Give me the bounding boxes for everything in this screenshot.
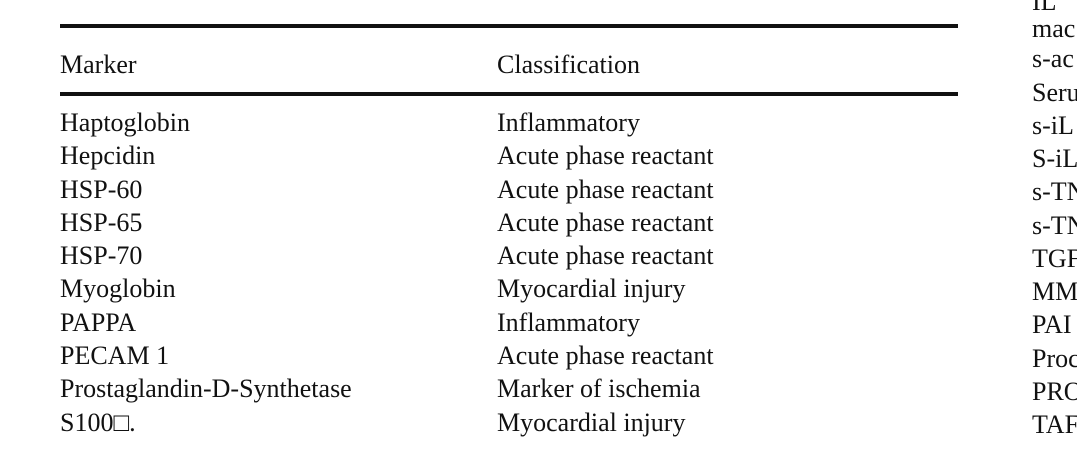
marker-cell: Myoglobin — [60, 274, 176, 304]
cutoff-text: s-ac — [1032, 44, 1074, 74]
marker-table: Marker Classification Haptoglobin Inflam… — [60, 24, 958, 441]
classification-cell: Acute phase reactant — [497, 241, 714, 271]
classification-cell: Acute phase reactant — [497, 208, 714, 238]
table-header-row: Marker Classification — [60, 28, 958, 92]
marker-cell: HSP-60 — [60, 175, 142, 205]
marker-cell: HSP-65 — [60, 208, 142, 238]
classification-cell: Inflammatory — [497, 308, 640, 338]
cutoff-text: Proc — [1032, 344, 1077, 374]
marker-cell: PAPPA — [60, 308, 136, 338]
marker-cell: Prostaglandin-D-Synthetase — [60, 374, 352, 404]
cutoff-text: TAF — [1032, 410, 1077, 440]
marker-cell: PECAM 1 — [60, 341, 169, 371]
table-row: HSP-60 Acute phase reactant — [60, 175, 958, 208]
cutoff-text: s-iL — [1032, 111, 1074, 141]
marker-cell: S100□. — [60, 408, 136, 438]
classification-cell: Myocardial injury — [497, 408, 685, 438]
cutoff-text: TGF — [1032, 244, 1077, 274]
classification-cell: Marker of ischemia — [497, 374, 701, 404]
cutoff-text: s-TN — [1032, 177, 1077, 207]
table-row: Myoglobin Myocardial injury — [60, 274, 958, 307]
adjacent-column-cutoff: IL mac s-ac Seru s-iL S-iL s-TN s-TN TGF… — [1032, 0, 1077, 456]
cutoff-text: Seru — [1032, 78, 1077, 108]
cutoff-text: PRO — [1032, 377, 1077, 407]
classification-cell: Acute phase reactant — [497, 175, 714, 205]
table-row: Haptoglobin Inflammatory — [60, 108, 958, 141]
classification-cell: Acute phase reactant — [497, 141, 714, 171]
cutoff-text: mac — [1032, 14, 1075, 44]
classification-cell: Myocardial injury — [497, 274, 685, 304]
table-header-rule — [60, 92, 958, 96]
marker-cell: Haptoglobin — [60, 108, 190, 138]
table-row: S100□. Myocardial injury — [60, 408, 958, 441]
marker-cell: Hepcidin — [60, 141, 155, 171]
classification-cell: Acute phase reactant — [497, 341, 714, 371]
cutoff-text: PAI — [1032, 310, 1072, 340]
cutoff-text: S-iL — [1032, 144, 1077, 174]
table-row: Prostaglandin-D-Synthetase Marker of isc… — [60, 374, 958, 407]
table-row: HSP-70 Acute phase reactant — [60, 241, 958, 274]
table-row: PECAM 1 Acute phase reactant — [60, 341, 958, 374]
table-row: Hepcidin Acute phase reactant — [60, 141, 958, 174]
cutoff-text: MM — [1032, 277, 1077, 307]
table-body: Haptoglobin Inflammatory Hepcidin Acute … — [60, 108, 958, 441]
marker-cell: HSP-70 — [60, 241, 142, 271]
header-classification: Classification — [497, 50, 640, 80]
cutoff-text: s-TN — [1032, 211, 1077, 241]
table-row: PAPPA Inflammatory — [60, 308, 958, 341]
classification-cell: Inflammatory — [497, 108, 640, 138]
table-row: HSP-65 Acute phase reactant — [60, 208, 958, 241]
header-marker: Marker — [60, 50, 137, 80]
